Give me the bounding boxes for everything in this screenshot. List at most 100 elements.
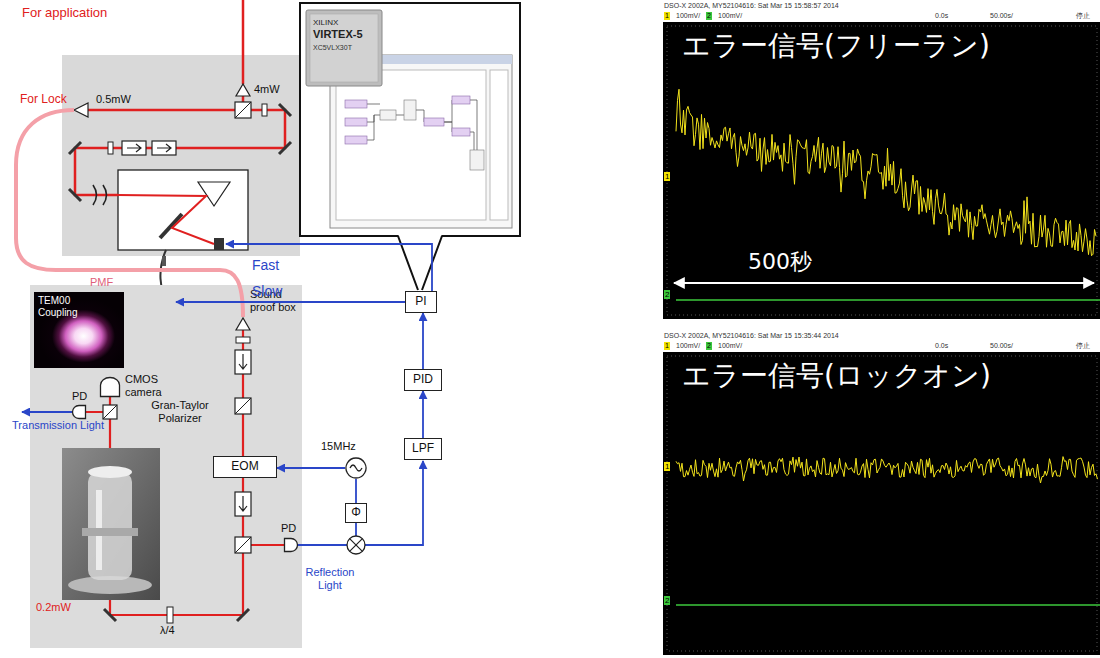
channel-marker: 1	[664, 462, 670, 471]
laser-panel	[262, 104, 267, 116]
scope-screen	[674, 282, 1094, 284]
error-trace	[676, 457, 1098, 483]
laser-panel	[127, 144, 141, 152]
channel-scale: 100mV/	[676, 12, 700, 20]
fpga-callout	[490, 70, 508, 220]
power-label: 0.2mW	[36, 601, 71, 614]
fpga-callout	[345, 118, 367, 126]
fpga-callout	[345, 100, 367, 108]
optical-cavity-photo	[88, 472, 132, 580]
laser-panel	[122, 141, 146, 155]
chip-marking: XILINX	[313, 18, 338, 27]
laser-beam	[167, 607, 173, 623]
sound-proof-box-ground	[30, 285, 302, 648]
node-label: PD	[72, 390, 87, 403]
chip-marking: XC5VLX30T	[313, 44, 352, 52]
scope-screen	[663, 0, 1100, 319]
laser-beam	[86, 330, 284, 615]
channel-number: 2	[706, 12, 712, 20]
scope-screen	[663, 330, 1100, 352]
laser-panel	[236, 84, 250, 96]
laser-beam	[86, 330, 284, 623]
channel-number: 1	[664, 342, 670, 350]
power-label: 0.5mW	[96, 93, 131, 106]
fpga-callout	[380, 110, 396, 120]
rf-oscillator: 15MHz	[345, 457, 367, 479]
channel-marker: 1	[664, 172, 670, 181]
time-span-label: 500秒	[748, 249, 812, 274]
part-label: λ/4	[160, 624, 175, 637]
laser-panel	[242, 0, 245, 84]
screen-title: エラー信号(フリーラン)	[682, 30, 990, 62]
time-offset: 0.0s	[935, 12, 948, 20]
pm-fiber	[16, 110, 243, 317]
osc-outline	[346, 458, 366, 478]
time-scale: 50.00s/	[990, 12, 1013, 20]
node-label: CMOS camera	[125, 373, 177, 398]
laser-beam	[104, 609, 116, 621]
fpga-callout	[452, 96, 470, 104]
scope-screen	[676, 299, 1100, 301]
node-label: PD	[281, 522, 296, 535]
fpga-callout	[470, 150, 484, 170]
laser-panel	[279, 104, 291, 116]
laser-panel	[93, 185, 107, 205]
laser-panel	[62, 0, 300, 256]
signal-name: Slow	[252, 283, 282, 299]
laser-panel	[69, 189, 81, 201]
part-label: Gran-Taylor Polarizer	[132, 399, 228, 424]
optical-cavity-photo	[62, 448, 160, 600]
signal-name: Fast	[252, 257, 279, 273]
run-status: 停止	[1076, 342, 1090, 350]
signal-wire	[355, 479, 357, 503]
node-label: PI	[415, 295, 426, 309]
scope-header: DSO-X 2002A, MY52104616: Sat Mar 15 15:5…	[664, 2, 839, 10]
signal-wires	[22, 411, 72, 413]
fiber-label: PMF	[90, 276, 113, 289]
output-label: For Lock	[20, 93, 67, 107]
channel-marker: 2	[664, 596, 670, 605]
piezo-mount	[162, 256, 166, 266]
fpga-callout	[310, 14, 378, 82]
fpga-callout	[300, 3, 520, 236]
mixer-symbol	[350, 539, 363, 552]
scope-screen	[667, 26, 1097, 315]
laser-beam	[235, 537, 251, 553]
fpga-callout	[452, 128, 470, 136]
channel-scale: 100mV/	[718, 12, 742, 20]
signal-wires	[365, 461, 423, 545]
scope-screen	[663, 0, 1100, 22]
tem00-image	[34, 292, 124, 368]
laser-beam	[103, 405, 117, 419]
power-label: 4mW	[254, 83, 280, 96]
pdL-symbol	[72, 405, 86, 419]
output-label: For application	[22, 6, 107, 21]
node-label: PID	[413, 373, 433, 387]
error-trace	[676, 89, 1096, 256]
laser-panel	[279, 142, 291, 154]
optical-cavity-photo	[88, 466, 132, 478]
time-scale: 50.00s/	[990, 342, 1013, 350]
channel-marker: 2	[664, 290, 670, 299]
sound-proof-box-ground	[30, 285, 302, 648]
fpga-callout	[306, 10, 382, 86]
laser-panel	[235, 102, 251, 118]
channel-number: 1	[664, 12, 670, 20]
channel-scale: 100mV/	[676, 342, 700, 350]
camera-outline	[101, 378, 120, 397]
scope-screen	[663, 22, 1100, 319]
chip-marking: VIRTEX-5	[313, 28, 363, 41]
signal-wires	[298, 544, 347, 546]
optical-cavity-photo	[62, 448, 160, 600]
pdR-symbol	[284, 538, 298, 552]
screen-title: エラー信号(ロックオン)	[682, 360, 991, 392]
photodiode: PD	[284, 538, 298, 552]
image-caption: TEM00 Coupling	[38, 295, 98, 318]
eom-box: EOM	[213, 456, 277, 478]
channel-scale: 100mV/	[718, 342, 742, 350]
laser-panel	[160, 214, 182, 238]
pm-fiber	[236, 318, 250, 330]
